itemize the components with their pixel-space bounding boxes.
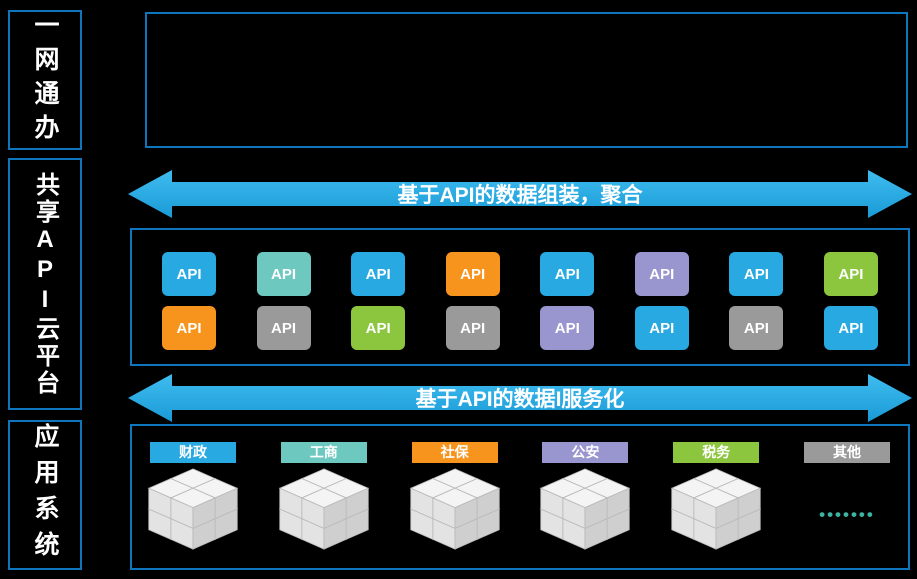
system-col-tax: 税务 <box>667 442 765 568</box>
api-tile: API <box>540 252 595 296</box>
api-tile: API <box>634 252 689 296</box>
data-service-arrow-label: 基于API的数据I服务化 <box>415 388 625 411</box>
data-assembly-arrow-label: 基于API的数据组装，聚合 <box>397 184 643 207</box>
system-label: 社保 <box>411 442 498 463</box>
database-cubes-icon <box>146 467 240 551</box>
left-panel-top-label: 一网通办 <box>31 12 59 148</box>
application-systems-box: 财政 工商 社保 公安 税务 其他 ••••••• <box>130 424 910 570</box>
database-cubes-icon <box>538 467 632 551</box>
left-panel-bottom-label: 应用系统 <box>31 423 59 567</box>
system-label: 工商 <box>280 442 367 463</box>
api-tile: API <box>351 252 406 296</box>
system-label: 税务 <box>673 442 760 463</box>
api-tile: API <box>540 306 595 350</box>
api-tile: API <box>729 252 784 296</box>
system-col-public-security: 公安 <box>536 442 634 568</box>
api-tile: API <box>162 306 216 350</box>
ellipsis-dots: ••••••• <box>819 505 875 524</box>
api-row-1: API API API API API API API API <box>162 252 878 296</box>
left-panel-bottom: 应用系统 <box>8 420 82 570</box>
database-cubes-icon <box>277 467 371 551</box>
database-cubes-icon <box>408 467 502 551</box>
api-tile: API <box>823 252 878 296</box>
api-tile: API <box>445 252 500 296</box>
left-panel-middle-label: 共享API云平台 <box>31 171 59 397</box>
system-col-social-security: 社保 <box>406 442 504 568</box>
top-content-box <box>145 12 908 148</box>
api-row-2: API API API API API API API API <box>162 306 878 350</box>
api-tile: API <box>445 306 500 350</box>
api-tile: API <box>256 252 311 296</box>
system-col-other: 其他 ••••••• <box>798 442 896 568</box>
data-service-arrow: 基于API的数据I服务化 <box>128 374 912 422</box>
system-label: 公安 <box>542 442 629 463</box>
left-panel-top: 一网通办 <box>8 10 82 150</box>
data-assembly-arrow: 基于API的数据组装，聚合 <box>128 170 912 218</box>
left-panel-middle: 共享API云平台 <box>8 158 82 410</box>
database-cubes-icon <box>669 467 763 551</box>
system-col-finance: 财政 <box>144 442 242 568</box>
system-col-commerce: 工商 <box>275 442 373 568</box>
system-label: 其他 <box>803 442 890 463</box>
api-tile: API <box>729 306 784 350</box>
api-tile: API <box>162 252 216 296</box>
api-tile: API <box>256 306 311 350</box>
system-label: 财政 <box>150 442 236 463</box>
api-tile: API <box>634 306 689 350</box>
api-tile: API <box>351 306 406 350</box>
api-tile: API <box>823 306 878 350</box>
api-grid-box: API API API API API API API API API API … <box>130 228 910 366</box>
